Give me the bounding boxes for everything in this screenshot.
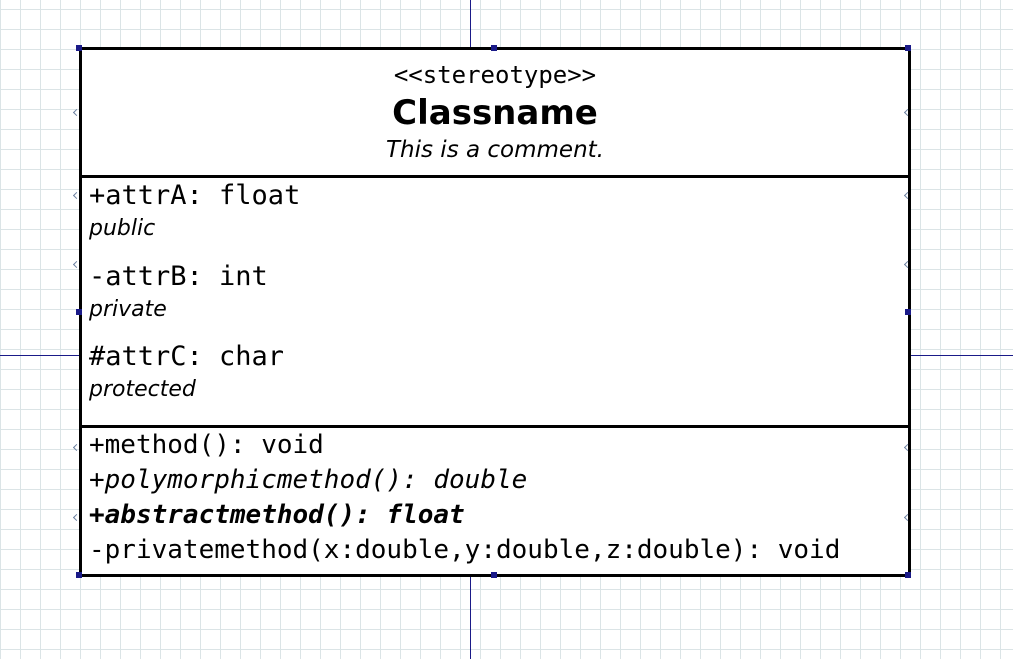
operation-body: privatemethod(x:double,y:double,z:double… [104,535,841,565]
resize-handle-left[interactable] [76,309,82,315]
resize-handle-top-left[interactable] [76,45,82,51]
class-header-compartment: <<stereotype>> Classname This is a comme… [82,50,908,175]
class-stereotype: <<stereotype>> [393,61,597,89]
resize-handle-bottom-right[interactable] [905,572,911,578]
class-comment: This is a comment. [386,137,604,163]
resize-handle-right[interactable] [905,309,911,315]
header-divider [82,175,908,178]
operation-visibility: - [89,535,105,565]
operation-polymorphic: +polymorphicmethod(): double [89,465,527,495]
operation-body: polymorphicmethod(): double [104,465,528,495]
resize-handle-top-right[interactable] [905,45,911,51]
attribute-comment: protected [89,377,196,402]
attribute-comment: public [89,216,156,241]
resize-handle-bottom[interactable] [491,572,497,578]
operation-private: -privatemethod(x:double,y:double,z:doubl… [89,535,840,565]
operation-body: abstractmethod(): float [104,500,465,530]
attribute-signature: -attrB: int [89,261,268,292]
operations-compartment: +method(): void +polymorphicmethod(): do… [82,428,908,574]
operation-visibility: + [89,465,105,495]
operation-visibility: + [89,430,105,460]
uml-class-box[interactable]: <<stereotype>> Classname This is a comme… [79,47,911,577]
attributes-compartment: +attrA: float public -attrB: int private… [82,178,908,425]
attribute-comment: private [89,297,167,322]
class-name: Classname [392,93,598,133]
operation-abstract: +abstractmethod(): float [89,500,465,530]
resize-handle-top[interactable] [491,45,497,51]
attributes-divider [82,425,908,428]
operation-body: method(): void [104,430,324,460]
attribute-signature: +attrA: float [89,180,301,211]
attribute-signature: #attrC: char [89,341,285,372]
resize-handle-bottom-left[interactable] [76,572,82,578]
operation-visibility: + [89,500,105,530]
operation-method: +method(): void [89,430,324,460]
